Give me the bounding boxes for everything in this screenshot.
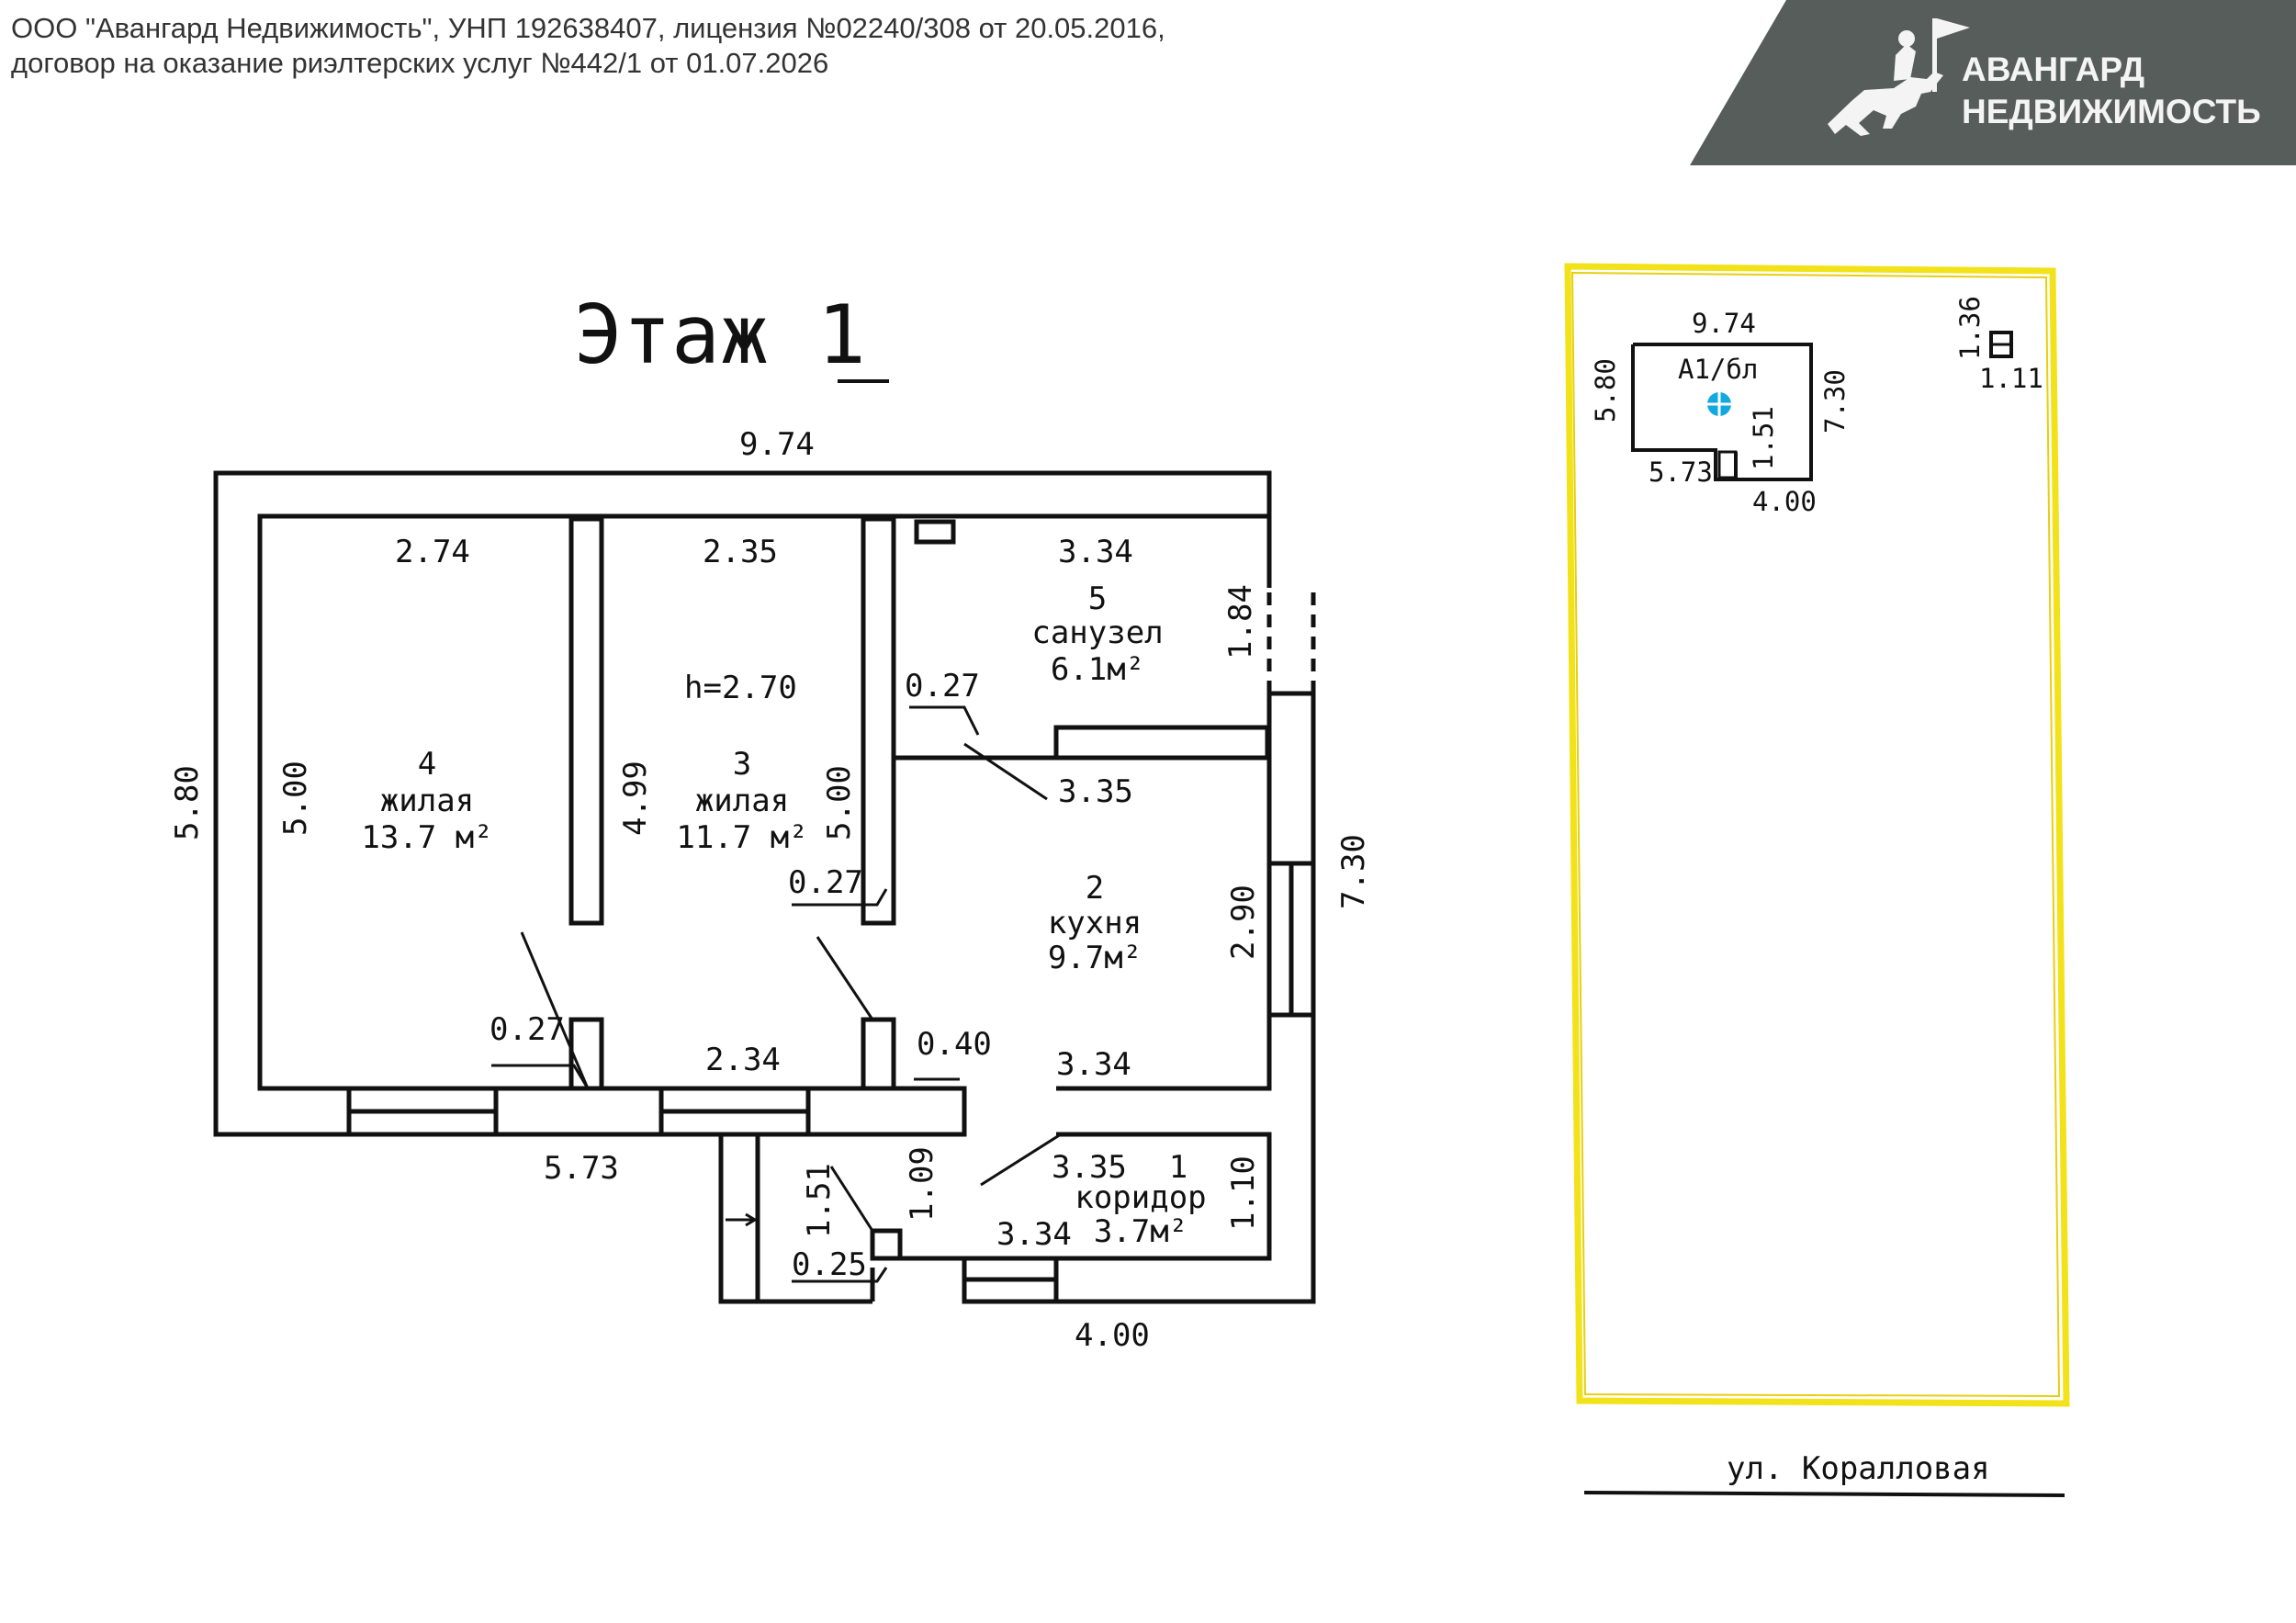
dim-overall-right: 7.30 — [1335, 834, 1372, 909]
room-number: 1 — [1169, 1149, 1187, 1186]
room-4: 4 жилая 13.7 м² — [361, 746, 492, 856]
dim-wall-a: 0.27 — [905, 668, 980, 704]
site-dim-left: 5.80 — [1590, 358, 1621, 423]
room-name: жилая — [380, 783, 474, 819]
site-shed-height: 1.36 — [1954, 296, 1986, 360]
dim-bath-door: 1.84 — [1222, 584, 1259, 659]
dim-kitchen-window: 2.90 — [1225, 885, 1262, 960]
site-dim-bottom-left: 5.73 — [1649, 456, 1713, 488]
legal-notice: ООО "Авангард Недвижимость", УНП 1926384… — [11, 11, 1165, 81]
site-shed-width: 1.11 — [1979, 363, 2043, 394]
room-name: санузел — [1031, 614, 1163, 651]
site-boundary — [1564, 263, 2070, 1407]
exterior-walls — [213, 470, 1316, 1304]
site-building-label: А1/бл — [1678, 354, 1758, 385]
dim-room3-width: 2.35 — [703, 534, 778, 570]
dimension-leaders — [491, 705, 1062, 1283]
dim-porch-height: 1.51 — [801, 1163, 838, 1238]
crosshair-marker-icon — [1707, 392, 1731, 416]
room-area: 6.1м² — [1051, 651, 1144, 688]
logo-band: АВАНГАРД НЕДВИЖИМОСТЬ — [1690, 0, 2296, 165]
room-name: жилая — [695, 783, 789, 819]
dim-kitchen-bottom: 3.34 — [1056, 1046, 1131, 1083]
site-building — [1631, 343, 1813, 481]
room-2: 2 кухня 9.7м² — [1048, 870, 1142, 976]
dim-overall-left: 5.80 — [169, 765, 206, 840]
legal-line-1: ООО "Авангард Недвижимость", УНП 1926384… — [11, 12, 1165, 44]
dim-wall-d: 0.40 — [917, 1026, 992, 1063]
room-number: 2 — [1086, 870, 1104, 907]
dim-room3-height: 5.00 — [821, 765, 858, 840]
dim-room4-height: 5.00 — [277, 761, 314, 836]
dim-porch-wall: 0.25 — [792, 1246, 867, 1283]
site-boundary-inner — [1570, 271, 2061, 1398]
site-plan: 9.74 А1/бл 5.80 7.30 1.51 5.73 4.00 1.36… — [1564, 263, 2070, 1497]
room-number: 4 — [418, 746, 436, 783]
site-dim-porch: 1.51 — [1748, 406, 1779, 470]
dim-partition-4-3: 4.99 — [617, 761, 654, 836]
dim-corridor-right: 1.10 — [1225, 1155, 1262, 1231]
site-dim-right: 7.30 — [1819, 369, 1851, 434]
dim-room5-width: 3.34 — [1058, 534, 1133, 570]
dim-bath-wall: 3.35 — [1058, 773, 1133, 810]
site-dim-top: 9.74 — [1692, 308, 1756, 339]
dim-bottom-annex: 4.00 — [1075, 1317, 1150, 1354]
horse-rider-icon — [1828, 18, 1970, 136]
site-dim-bottom-right: 4.00 — [1752, 486, 1817, 517]
street-line — [1583, 1491, 2065, 1497]
room-name: коридор — [1075, 1179, 1206, 1216]
dim-overall-top: 9.74 — [739, 426, 815, 463]
logo-line-1: АВАНГАРД — [1962, 51, 2144, 88]
room-5: 5 санузел 6.1м² — [1031, 580, 1163, 688]
room-number: 5 — [1088, 580, 1107, 617]
room-1: 1 коридор 3.7м² — [1075, 1149, 1206, 1250]
dim-wall-b: 0.27 — [788, 864, 863, 901]
legal-line-2: договор на оказание риэлтерских услуг №4… — [11, 47, 829, 79]
room-name: кухня — [1048, 905, 1142, 941]
dim-corridor-bottom: 3.34 — [996, 1216, 1072, 1253]
dim-corridor-top: 3.35 — [1052, 1149, 1127, 1186]
room-area: 13.7 м² — [361, 819, 492, 856]
dim-hall-mid: 2.34 — [705, 1042, 781, 1078]
room-area: 11.7 м² — [676, 819, 807, 856]
dim-room4-width: 2.74 — [395, 534, 470, 570]
ceiling-height: h=2.70 — [684, 670, 797, 706]
logo-line-2: НЕДВИЖИМОСТЬ — [1962, 93, 2261, 130]
dim-corridor-height: 1.09 — [904, 1146, 940, 1222]
room-area: 3.7м² — [1094, 1213, 1187, 1250]
street-name: ул. Коралловая — [1727, 1450, 1990, 1487]
dim-wall-c: 0.27 — [490, 1011, 565, 1048]
dim-bottom-main: 5.73 — [544, 1150, 619, 1187]
room-number: 3 — [733, 746, 751, 783]
floor-title: Этаж 1 — [574, 287, 866, 382]
room-area: 9.7м² — [1048, 940, 1142, 976]
room-3: 3 жилая 11.7 м² — [676, 746, 807, 856]
